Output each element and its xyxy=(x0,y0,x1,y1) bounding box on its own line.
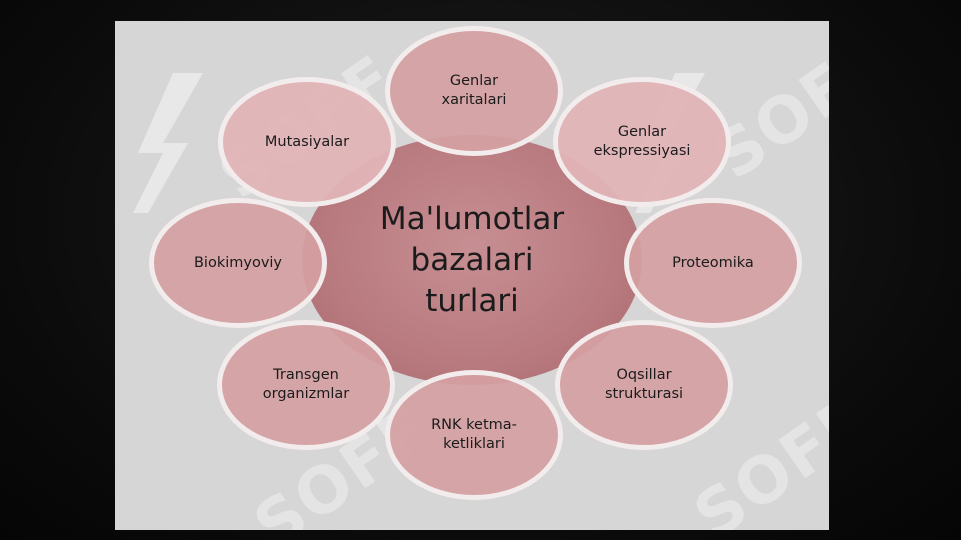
node-label: Genlar ekspressiyasi xyxy=(593,124,691,159)
node-biokimyoviy: Biokimyoviy xyxy=(149,198,327,328)
node-label: Genlar xaritalari xyxy=(441,73,507,108)
node-label: Transgen organizmlar xyxy=(262,367,350,402)
node-genlar-xaritalari: Genlar xaritalari xyxy=(385,26,563,156)
node-transgen-organizmlar: Transgen organizmlar xyxy=(217,320,395,450)
center-title: Ma'lumotlar bazalari turlari xyxy=(379,200,565,319)
node-rnk-ketmaketliklari: RNK ketma- ketliklari xyxy=(385,370,563,500)
node-label: Oqsillar strukturasi xyxy=(604,367,684,402)
node-label: Proteomika xyxy=(672,254,754,271)
node-proteomika: Proteomika xyxy=(624,198,802,328)
node-label: Biokimyoviy xyxy=(193,254,283,271)
node-label: RNK ketma- ketliklari xyxy=(431,417,517,452)
node-genlar-ekspressiyasi: Genlar ekspressiyasi xyxy=(553,77,731,207)
node-oqsillar-strukturasi: Oqsillar strukturasi xyxy=(555,320,733,450)
node-label: Mutasiyalar xyxy=(264,133,350,150)
node-mutasiyalar: Mutasiyalar xyxy=(218,77,396,207)
